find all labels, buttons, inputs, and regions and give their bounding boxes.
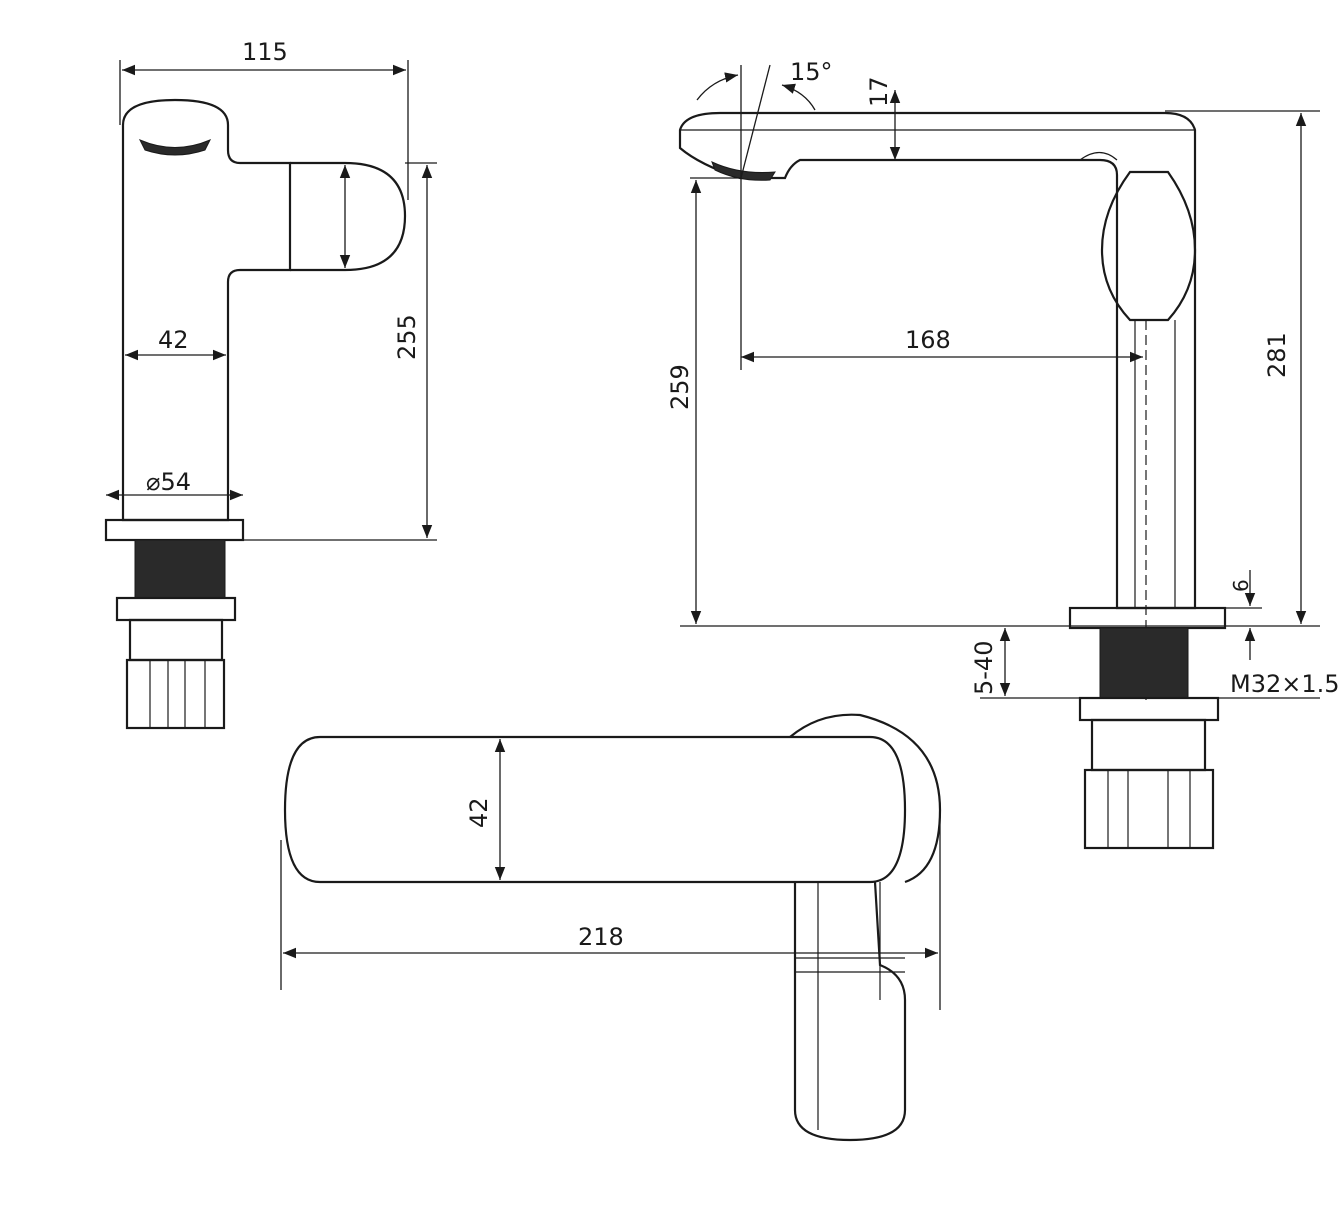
dim-255: 255 <box>393 314 421 360</box>
dim-115: 115 <box>242 38 288 66</box>
dim-diameter-54: ⌀54 <box>146 468 191 496</box>
dim-thread-m32: M32×1.5 <box>1230 670 1338 698</box>
front-view: 15° 17 168 259 281 6 5-40 M32×1.5 <box>666 58 1338 850</box>
dim-218: 218 <box>578 923 624 951</box>
dim-259: 259 <box>666 364 694 410</box>
dim-281: 281 <box>1263 332 1291 378</box>
dim-168: 168 <box>905 326 951 354</box>
dim-42-top: 42 <box>465 797 493 828</box>
dim-42-side: 42 <box>158 326 189 354</box>
dim-17: 17 <box>865 76 893 107</box>
dim-5-40: 5-40 <box>970 641 998 695</box>
dim-6: 6 <box>1229 579 1253 592</box>
top-view: 42 218 <box>280 713 942 1142</box>
dim-15-degrees: 15° <box>790 58 833 86</box>
side-view: 115 255 42 ⌀54 <box>104 38 437 730</box>
